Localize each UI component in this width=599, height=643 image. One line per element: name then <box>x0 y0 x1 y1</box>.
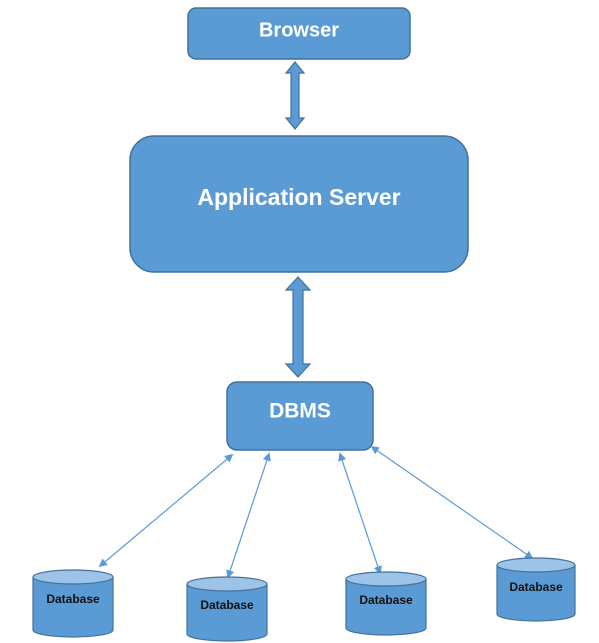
database-3: Database <box>345 571 427 636</box>
browser-app-server-arrow-icon <box>284 61 306 130</box>
database-1: Database <box>32 569 114 638</box>
database-2-label: Database <box>200 598 254 612</box>
database-3-label: Database <box>359 593 413 607</box>
dbms-database-3-connector <box>338 452 382 575</box>
database-icon <box>186 584 268 642</box>
app-server-dbms-arrow-icon <box>284 276 312 378</box>
browser-node: Browser <box>187 7 411 60</box>
dbms-label: DBMS <box>269 400 331 423</box>
database-1-label: Database <box>46 592 100 606</box>
browser-label: Browser <box>259 19 339 41</box>
database-icon <box>496 565 576 622</box>
dbms-node: DBMS <box>226 381 374 451</box>
database-4: Database <box>496 557 576 622</box>
application-server-label: Application Server <box>197 184 400 210</box>
dbms-database-1-connector <box>98 453 234 568</box>
database-icon <box>32 577 114 638</box>
application-server-node: Application Server <box>129 135 469 273</box>
dbms-database-2-connector <box>226 452 271 579</box>
database-4-label: Database <box>509 580 563 594</box>
database-icon <box>345 579 427 636</box>
database-2: Database <box>186 576 268 642</box>
dbms-database-4-connector <box>370 446 534 559</box>
